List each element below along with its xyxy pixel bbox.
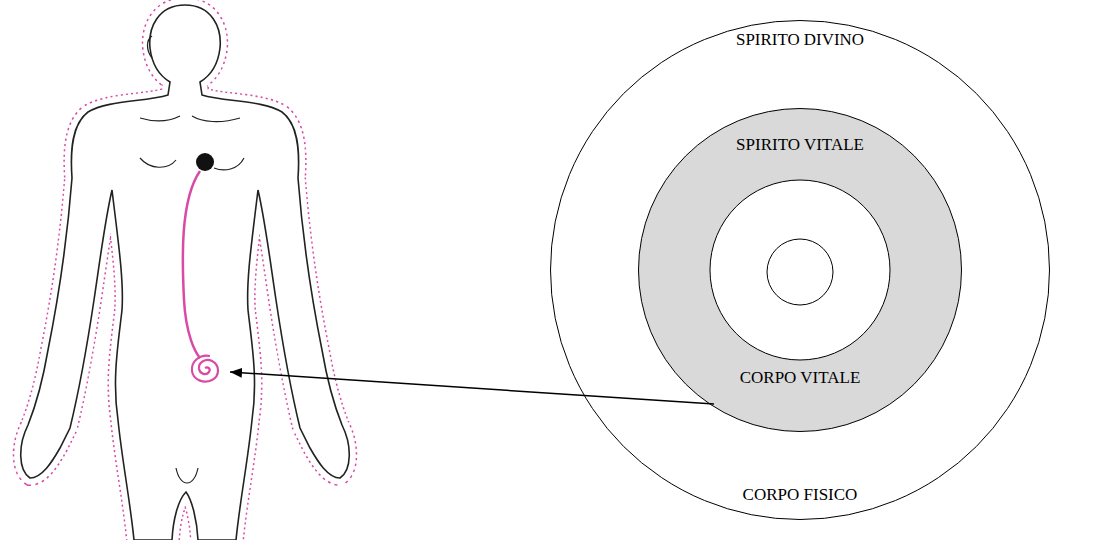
vital-ring: SPIRITO VITALE CORPO VITALE bbox=[638, 108, 962, 432]
body-outline bbox=[21, 5, 350, 540]
chest-line bbox=[140, 158, 244, 170]
aura-mask bbox=[21, 5, 350, 540]
circle-heading: SPIRITO DIVINO bbox=[736, 30, 864, 50]
aura-dots bbox=[21, 5, 350, 540]
heart-point bbox=[196, 153, 214, 171]
energy-spiral bbox=[192, 356, 218, 382]
pointer-arrow bbox=[230, 372, 714, 404]
circle-outline bbox=[639, 109, 962, 432]
inner-circle bbox=[710, 180, 890, 360]
collarbone-line bbox=[140, 116, 240, 122]
energy-channel bbox=[183, 171, 200, 358]
core-circle bbox=[767, 239, 833, 305]
ring-heading: CORPO VITALE bbox=[740, 368, 861, 388]
ring-heading: SPIRITO VITALE bbox=[736, 135, 864, 155]
groin-line bbox=[176, 468, 198, 483]
circle-outline bbox=[551, 21, 1050, 520]
outer-circle: SPIRITO DIVINO CORPO FISICO SPIRITO VITALE… bbox=[550, 20, 1050, 520]
circle-heading: CORPO FISICO bbox=[743, 485, 858, 505]
ear-line bbox=[148, 36, 153, 58]
